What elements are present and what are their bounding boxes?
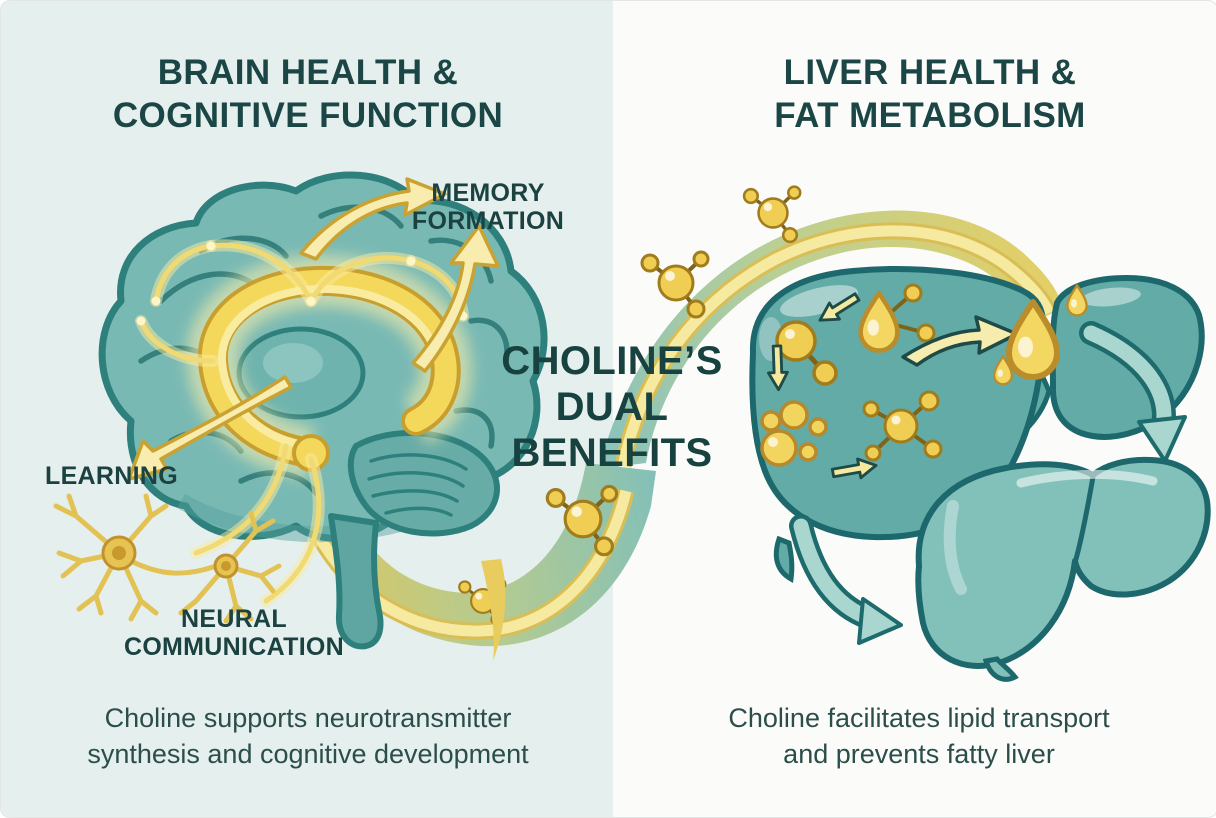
right-panel-caption: Choline facilitates lipid transport and … <box>728 703 1110 769</box>
learning-label: LEARNING <box>45 462 178 490</box>
choline-molecule-icon <box>775 320 838 386</box>
brain-stem <box>328 513 384 650</box>
yellow-spark <box>481 559 506 661</box>
right-title-line2: FAT METABOLISM <box>774 96 1086 135</box>
liver-transition-arrow-left <box>789 514 903 645</box>
center-title-line2: DUAL <box>555 385 669 429</box>
right-panel-title: LIVER HEALTH & FAT METABOLISM <box>774 51 1086 137</box>
center-title: CHOLINE’S DUAL BENEFITS <box>501 338 722 476</box>
neural-communication-label: NEURAL COMMUNICATION <box>123 605 345 661</box>
learning-arrow <box>127 375 293 481</box>
brain-benefit-arrows <box>127 177 500 481</box>
choline-molecule-icon <box>742 184 802 244</box>
choline-molecule-icon <box>862 390 943 462</box>
left-panel-caption: Choline supports neurotransmitter synthe… <box>87 703 529 769</box>
lipid-choline-complex <box>861 283 936 351</box>
right-title-line1: LIVER HEALTH & <box>783 53 1077 92</box>
left-panel-title: BRAIN HEALTH & COGNITIVE FUNCTION <box>113 51 503 137</box>
cycle-arc-top <box>599 184 1063 469</box>
limbic-system-highlight <box>186 254 472 479</box>
left-title-line1: BRAIN HEALTH & <box>157 53 459 92</box>
memory-arrow-1 <box>299 177 447 261</box>
liver-transition-arrow-right <box>1079 321 1187 463</box>
brain-illustration <box>98 171 548 661</box>
memory-arrow-2 <box>411 224 500 373</box>
neural-pathway-strands <box>135 239 469 607</box>
choline-molecule-icon <box>640 250 710 319</box>
neuron-pair <box>53 493 282 624</box>
healthy-liver-illustration <box>915 456 1211 682</box>
center-title-line1: CHOLINE’S <box>501 339 723 383</box>
left-title-line2: COGNITIVE FUNCTION <box>112 96 504 135</box>
center-title-line3: BENEFITS <box>511 431 713 475</box>
fatty-liver-illustration <box>749 266 1205 583</box>
memory-formation-label: MEMORY FORMATION <box>411 179 565 235</box>
